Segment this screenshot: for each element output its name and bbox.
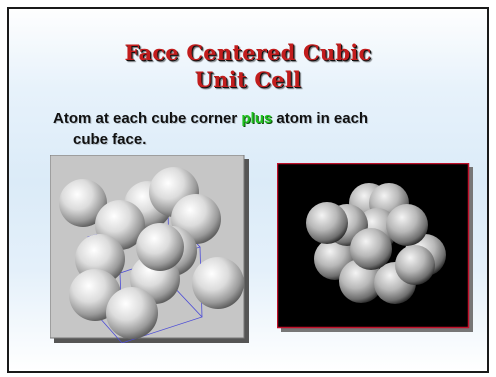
slide-body-text: Atom at each cube corner plus atom in ea… <box>53 108 473 150</box>
body-text-part2: atom in each <box>272 110 369 127</box>
fcc-ball-and-stick-image <box>50 155 249 343</box>
body-highlight-plus: plus <box>241 110 273 127</box>
slide-title-line2: Unit Cell <box>194 67 302 92</box>
body-text-line2: cube face. <box>73 131 147 148</box>
body-text-part1: Atom at each cube corner <box>53 110 242 127</box>
fcc-space-filling-image <box>277 163 473 332</box>
slide-title-line1: Face Centered Cubic <box>124 40 372 65</box>
